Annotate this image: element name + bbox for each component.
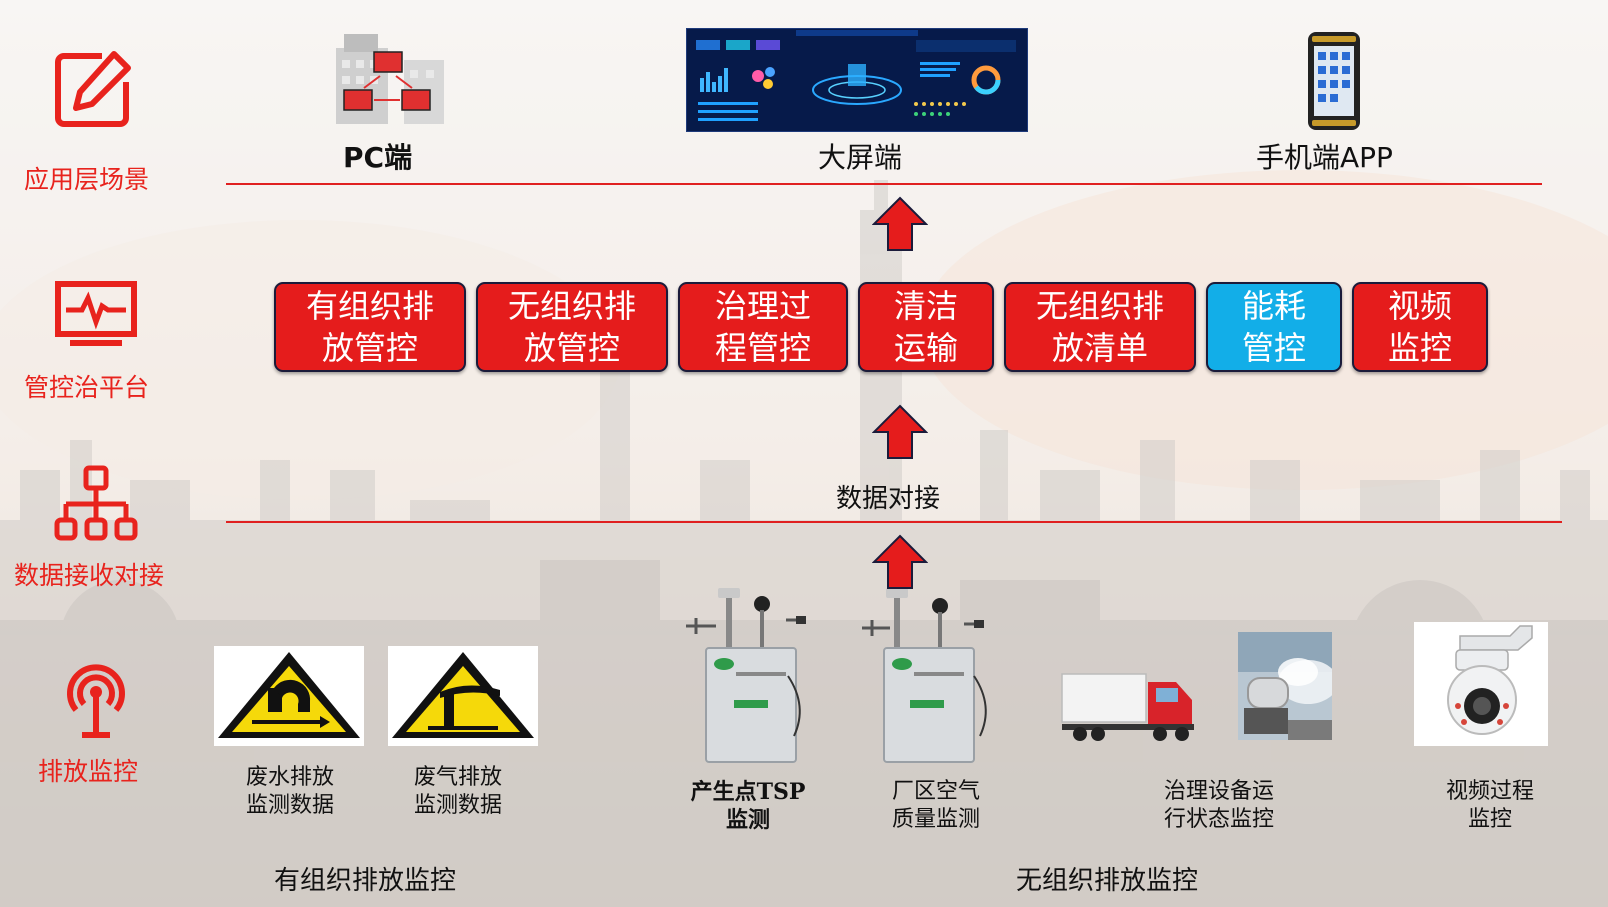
edit-icon [55, 51, 131, 127]
caption-equipment-status: 治理设备运 行状态监控 [1163, 779, 1274, 832]
side-label-data: 数据接收对接 [14, 561, 165, 590]
mobile-phone-image [1308, 32, 1360, 130]
dashboard-screen-image [686, 28, 1028, 132]
data-link-label: 数据对接 [836, 484, 941, 514]
ptz-camera-image [1414, 622, 1548, 746]
tsp-monitor-device-image [686, 588, 806, 763]
pc-network-icon [336, 34, 444, 124]
caption-exhaust-gas: 废气排放 监测数据 [413, 765, 502, 818]
group-label-unorganized: 无组织排放监控 [1016, 866, 1199, 896]
wastewater-warning-sign [214, 646, 364, 746]
module-unorganized-emission-control[interactable]: 无组织排放管控 [476, 282, 668, 372]
app-label-mobile: 手机端APP [1256, 141, 1393, 174]
network-hierarchy-icon [54, 465, 138, 541]
top-divider-line [226, 183, 1542, 185]
monitor-pulse-icon [55, 281, 137, 346]
caption-wastewater: 废水排放 监测数据 [245, 765, 334, 818]
arrow-up-icon [872, 404, 928, 459]
signal-tower-icon [67, 664, 125, 738]
app-label-bigscreen: 大屏端 [818, 141, 903, 174]
exhaust-gas-warning-sign [388, 646, 538, 746]
module-energy-control[interactable]: 能耗管控 [1206, 282, 1342, 372]
truck-image [1061, 673, 1194, 741]
side-label-platform: 管控治平台 [24, 373, 150, 402]
air-quality-monitor-device-image [862, 588, 987, 763]
module-organized-emission-control[interactable]: 有组织排放管控 [274, 282, 466, 372]
module-video-monitoring[interactable]: 视频监控 [1352, 282, 1488, 372]
fog-cannon-equipment-image [1238, 632, 1332, 740]
module-unorganized-emission-list[interactable]: 无组织排放清单 [1004, 282, 1196, 372]
arrow-up-icon [872, 196, 928, 251]
caption-air-quality: 厂区空气 质量监测 [891, 779, 980, 832]
caption-tsp: 产生点TSP 监测 [690, 779, 806, 833]
module-clean-transport[interactable]: 清洁运输 [858, 282, 994, 372]
group-label-organized: 有组织排放监控 [274, 866, 457, 896]
bottom-divider-line [226, 521, 1562, 523]
arrow-up-icon [872, 534, 928, 589]
module-treatment-process-control[interactable]: 治理过程管控 [678, 282, 848, 372]
side-label-emission: 排放监控 [38, 757, 139, 786]
side-label-application: 应用层场景 [24, 165, 150, 194]
caption-video-process: 视频过程 监控 [1445, 779, 1534, 832]
app-label-pc: PC端 [343, 141, 413, 174]
